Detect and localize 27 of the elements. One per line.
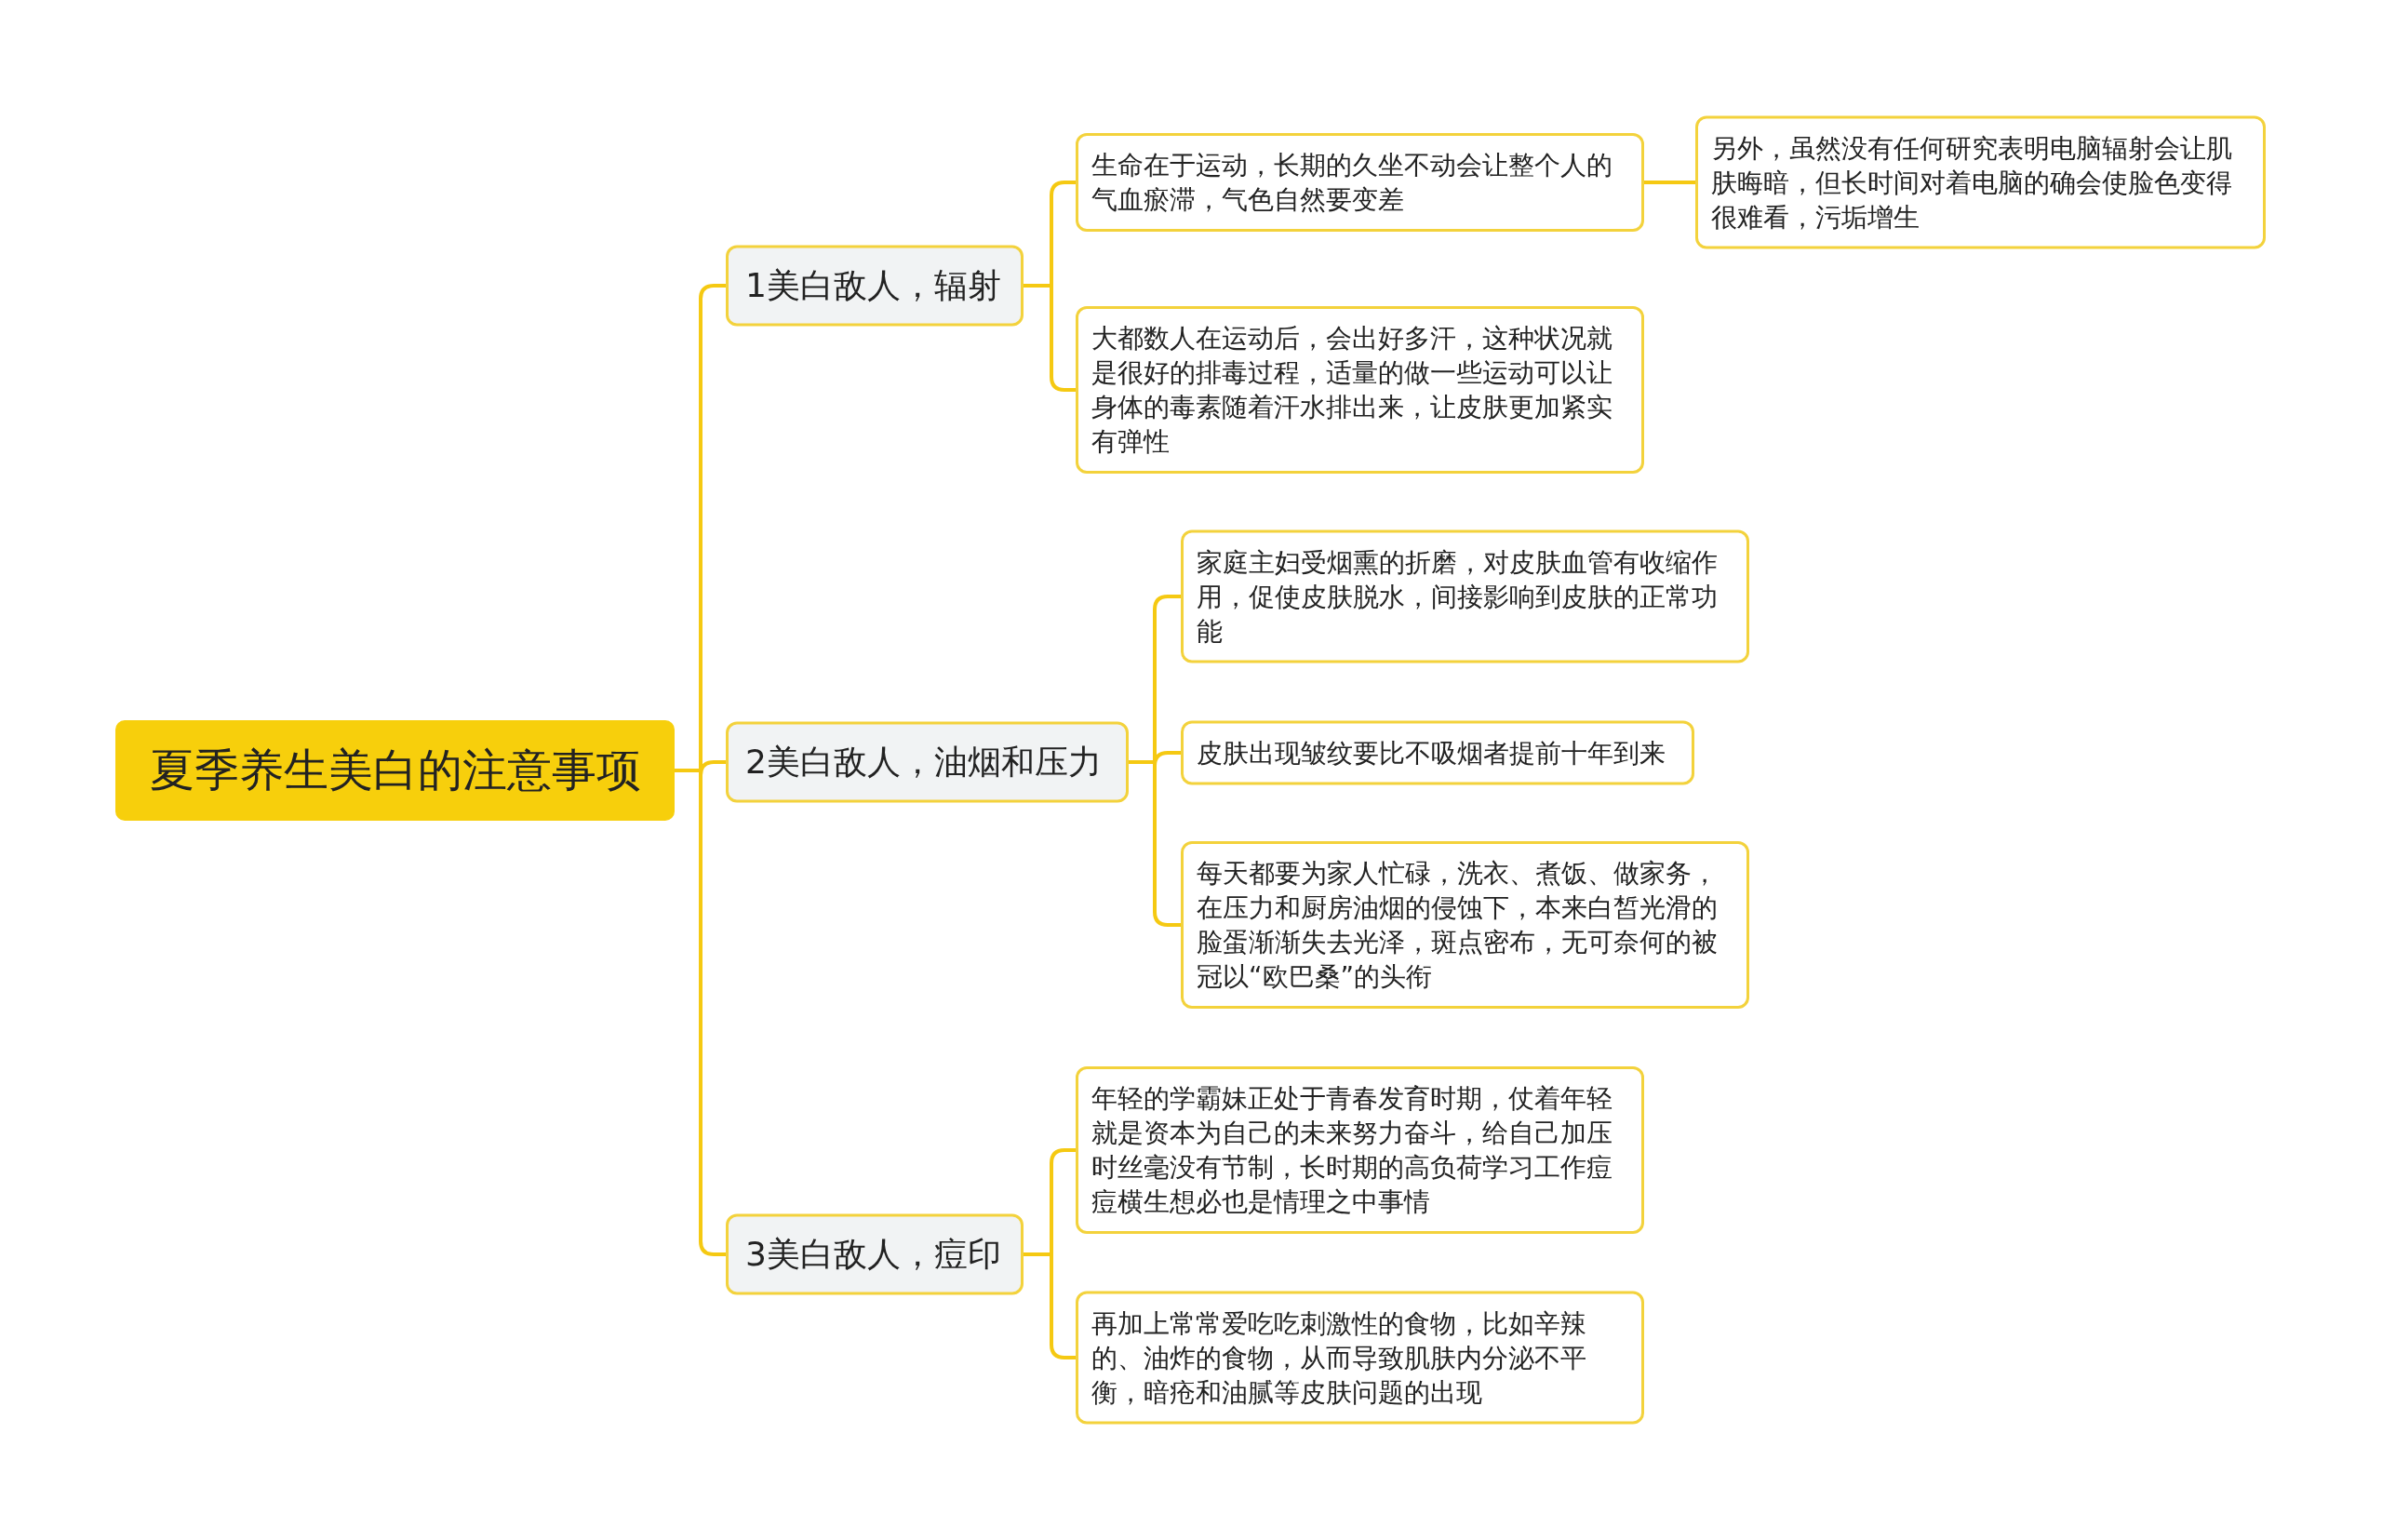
topic-box <box>726 245 1024 327</box>
topic-text: 2美白敌人，油烟和压力 <box>745 742 1102 781</box>
subtopic-box <box>1076 1066 1644 1234</box>
topic-text: 再加上常常爱吃吃刺激性的食物，比如辛辣的、油炸的食物，从而导致肌肤内分泌不平衡，暗疮和油腻等皮肤问题的出现 <box>1091 1307 1586 1408</box>
topic-text: 生命在于运动，长期的久坐不动会让整个人的气血瘀滞，气色自然要变差 <box>1091 150 1613 215</box>
topic-box <box>726 721 1129 803</box>
topic-text: 3美白敌人，痘印 <box>745 1234 1001 1273</box>
topic-text: 大都数人在运动后，会出好多汗，这种状况就是很好的排毒过程，适量的做一些运动可以让身体的毒素随着汗水排出来，让皮肤更加紧实有弹性 <box>1091 323 1613 457</box>
central-topic-box <box>115 720 675 821</box>
topic-text: 家庭主妇受烟熏的折磨，对皮肤血管有收缩作用，促使皮肤脱水，间接影响到皮肤的正常功能 <box>1197 546 1718 647</box>
topic-text: 年轻的学霸妹正处于青春发育时期，仗着年轻就是资本为自己的未来努力奋斗，给自己加压时丝毫没有节制，长时期的高负荷学习工作痘痘横生想必也是情理之中事情 <box>1091 1083 1613 1217</box>
connector-line <box>1024 1252 1076 1359</box>
subtopic-box <box>1181 841 1749 1009</box>
subtopic-box <box>1695 115 2266 249</box>
topic-text: 1美白敌人，辐射 <box>745 265 1001 304</box>
connector-line <box>1644 181 1695 184</box>
subtopic-box <box>1076 1291 1644 1425</box>
topic-box <box>726 1213 1024 1295</box>
subtopic-box <box>1181 529 1749 663</box>
subtopic-box <box>1076 306 1644 474</box>
subtopic-box <box>1181 720 1694 785</box>
topic-text: 皮肤出现皱纹要比不吸烟者提前十年到来 <box>1197 737 1666 769</box>
topic-text: 另外，虽然没有任何研究表明电脑辐射会让肌肤晦暗，但长时间对着电脑的确会使脸色变得很难看，污垢增生 <box>1711 132 2232 233</box>
subtopic-box <box>1076 133 1644 232</box>
topic-text: 夏季养生美白的注意事项 <box>149 743 641 796</box>
connector-line <box>1024 284 1076 392</box>
topic-text: 每天都要为家人忙碌，洗衣、煮饭、做家务，在压力和厨房油烟的侵蚀下，本来白皙光滑的脸蛋渐渐失去光泽，斑点密布，无可奈何的被冠以“欧巴桑”的头衔 <box>1197 858 1718 992</box>
